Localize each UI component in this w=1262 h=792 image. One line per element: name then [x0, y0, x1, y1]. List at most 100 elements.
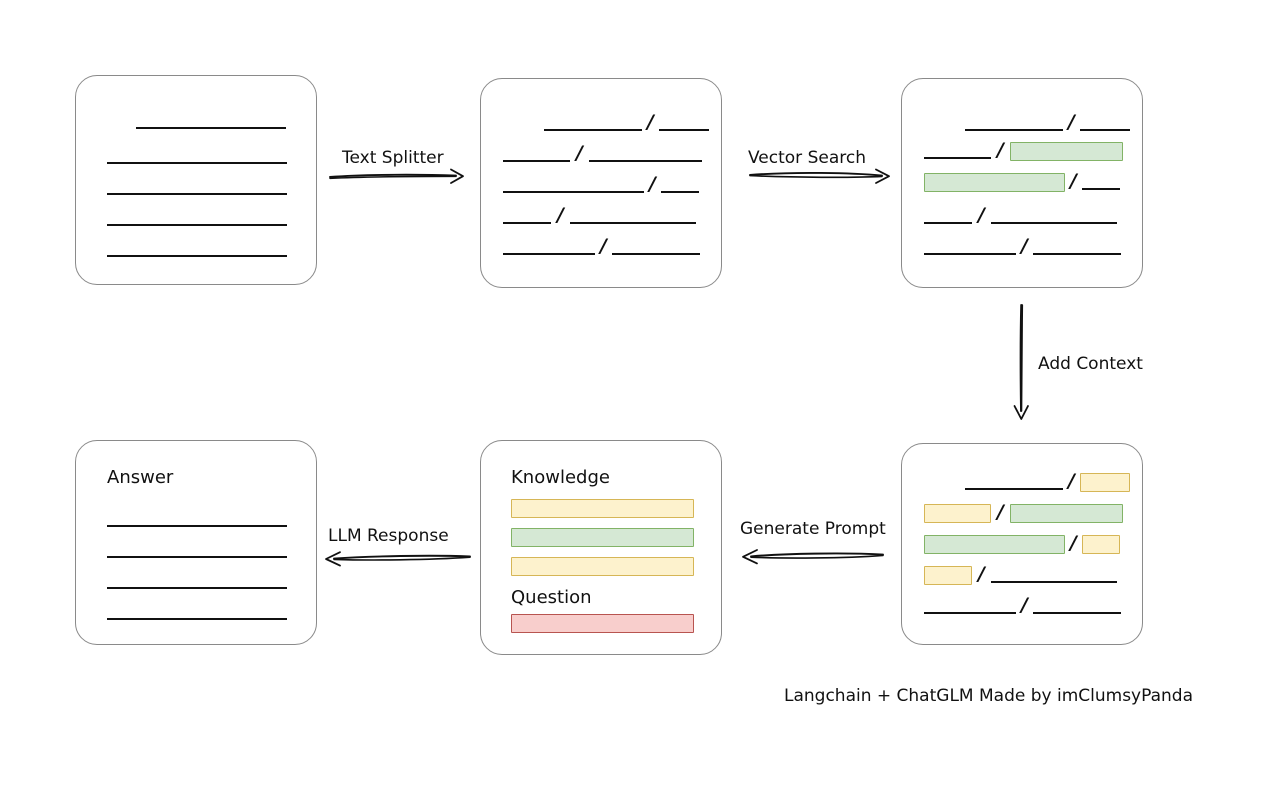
text-line: [503, 160, 570, 162]
text-line: [924, 612, 1016, 614]
separator-slash: /: [1021, 235, 1028, 257]
doc-row: /: [503, 144, 702, 164]
doc-row: [107, 146, 287, 166]
text-line: [107, 525, 287, 527]
doc-row: /: [503, 175, 699, 195]
separator-slash: /: [649, 173, 656, 195]
doc-row: /: [924, 565, 1117, 585]
answer-label: Answer: [107, 467, 174, 488]
separator-slash: /: [1070, 532, 1077, 554]
text-line: [965, 129, 1063, 131]
text-line: [136, 127, 286, 129]
text-line: [990, 222, 1117, 224]
answer-row: [107, 509, 287, 529]
text-line: [107, 618, 287, 620]
text-line: [924, 157, 991, 159]
doc-row: [136, 111, 318, 131]
arrow-add-context: [1013, 304, 1029, 420]
text-line: [660, 191, 699, 193]
doc-row: /: [965, 113, 1130, 133]
doc-row: /: [503, 237, 700, 257]
doc-row: /: [924, 534, 1120, 554]
highlight-chunk-yellow: [924, 504, 991, 523]
text-line: [1032, 253, 1121, 255]
arrow-label-add-context: Add Context: [1038, 354, 1143, 374]
separator-slash: /: [997, 139, 1004, 161]
highlight-chunk-yellow: [924, 566, 972, 585]
arrow-label-text-splitter: Text Splitter: [342, 148, 444, 168]
arrow-label-llm-response: LLM Response: [328, 526, 449, 546]
doc-row: /: [924, 503, 1123, 523]
text-line: [965, 488, 1063, 490]
doc-row: [107, 177, 287, 197]
doc-row: /: [924, 172, 1120, 192]
separator-slash: /: [1068, 470, 1075, 492]
answer-row: [107, 571, 287, 591]
text-line: [924, 253, 1016, 255]
separator-slash: /: [978, 204, 985, 226]
arrow-label-vector-search: Vector Search: [748, 148, 866, 168]
box-split-chunks: / / / / /: [480, 78, 722, 288]
box-answer: Answer: [75, 440, 317, 645]
separator-slash: /: [997, 501, 1004, 523]
separator-slash: /: [978, 563, 985, 585]
text-line: [107, 587, 287, 589]
doc-row: [107, 239, 287, 259]
text-line: [569, 222, 696, 224]
highlight-chunk-green: [924, 535, 1065, 554]
doc-row: /: [924, 206, 1117, 226]
separator-slash: /: [557, 204, 564, 226]
text-line: [1081, 188, 1120, 190]
text-line: [924, 222, 972, 224]
answer-row: [107, 602, 287, 622]
knowledge-bar-yellow-1: [511, 499, 694, 518]
text-line: [107, 193, 287, 195]
text-line: [107, 556, 287, 558]
text-line: [990, 581, 1117, 583]
text-line: [107, 224, 287, 226]
doc-row: [107, 208, 287, 228]
arrow-vector-search: [749, 168, 890, 184]
knowledge-bar-green-1: [511, 528, 694, 547]
text-line: [503, 222, 551, 224]
text-line: [1032, 612, 1121, 614]
separator-slash: /: [1068, 111, 1075, 133]
text-line: [611, 253, 700, 255]
arrow-label-generate-prompt: Generate Prompt: [740, 519, 886, 539]
text-line: [107, 255, 287, 257]
separator-slash: /: [600, 235, 607, 257]
separator-slash: /: [1021, 594, 1028, 616]
highlight-chunk-green: [1009, 142, 1123, 161]
footer-credit: Langchain + ChatGLM Made by imClumsyPand…: [784, 686, 1193, 706]
highlight-chunk-yellow: [1081, 535, 1120, 554]
text-line: [588, 160, 702, 162]
highlight-chunk-green: [1009, 504, 1123, 523]
text-line: [107, 162, 287, 164]
highlight-chunk-green: [924, 173, 1065, 192]
answer-row: [107, 540, 287, 560]
separator-slash: /: [647, 111, 654, 133]
box-source-document: [75, 75, 317, 285]
text-line: [1079, 129, 1130, 131]
separator-slash: /: [576, 142, 583, 164]
doc-row: /: [503, 206, 696, 226]
arrow-generate-prompt: [742, 549, 884, 565]
knowledge-bar-yellow-2: [511, 557, 694, 576]
highlight-chunk-yellow: [1079, 473, 1130, 492]
text-line: [503, 191, 644, 193]
text-line: [544, 129, 642, 131]
box-matched-chunks: / / / / /: [901, 78, 1143, 288]
box-prompt: Knowledge Question: [480, 440, 722, 655]
doc-row: /: [544, 113, 709, 133]
text-line: [503, 253, 595, 255]
doc-row: /: [924, 141, 1123, 161]
doc-row: /: [924, 237, 1121, 257]
doc-row: /: [965, 472, 1130, 492]
knowledge-label: Knowledge: [511, 467, 610, 488]
question-bar-red: [511, 614, 694, 633]
question-label: Question: [511, 587, 592, 608]
text-line: [658, 129, 709, 131]
separator-slash: /: [1070, 170, 1077, 192]
doc-row: /: [924, 596, 1121, 616]
